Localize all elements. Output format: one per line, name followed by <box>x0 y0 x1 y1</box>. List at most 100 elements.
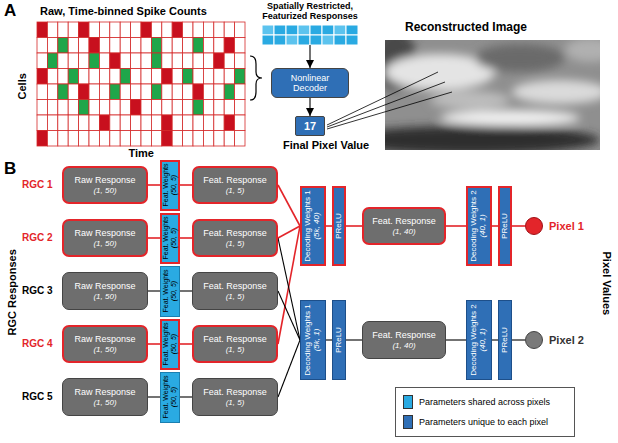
spike-cell <box>89 84 99 100</box>
figure-label: RGC 2 <box>22 232 53 244</box>
spike-cell <box>224 38 234 54</box>
spike-cell <box>89 53 99 69</box>
box-text: PReLU <box>335 327 344 353</box>
spike-cell <box>224 53 234 69</box>
spike-cell <box>183 100 193 116</box>
spike-cell <box>141 100 151 116</box>
spike-cell <box>131 115 141 131</box>
connector <box>278 340 300 397</box>
box-text: (1, 50) <box>93 398 116 407</box>
spike-cell <box>141 22 151 38</box>
spike-cell <box>58 100 68 116</box>
rotated-text-group: PReLU <box>335 213 344 239</box>
spike-cell <box>47 69 57 85</box>
spike-cell <box>110 69 120 85</box>
spike-cell <box>172 53 182 69</box>
box-text: (1, 40) <box>392 341 415 350</box>
rotated-text-group: Feat. Weights(50, 5) <box>162 375 177 418</box>
spike-cell <box>99 100 109 116</box>
spike-cell <box>37 53 47 69</box>
box-text: (5k, 1) <box>313 304 322 375</box>
connector <box>180 343 192 345</box>
spike-cell <box>68 115 78 131</box>
pixel-label: Pixel 2 <box>549 330 584 350</box>
spike-cell <box>193 53 203 69</box>
spike-cell <box>79 53 89 69</box>
bracket <box>250 56 262 100</box>
figure-label: RGC Responses <box>6 249 19 335</box>
box-text: Feat. Weights <box>162 322 170 365</box>
decoder-box: Nonlinear Decoder <box>271 68 349 98</box>
spike-cell <box>151 53 161 69</box>
connector <box>346 339 362 340</box>
spike-cell <box>224 100 234 116</box>
figure-label: A <box>4 1 16 21</box>
panel-caption: Spatially Restricted, Featurized Respons… <box>249 1 371 22</box>
rotated-text-group: Decoding Weights 2(40, 1) <box>470 304 488 375</box>
legend-text: Parameters shared across pixels <box>419 397 550 407</box>
feature-cell <box>262 25 274 35</box>
spike-cell <box>120 69 130 85</box>
spike-cell <box>214 22 224 38</box>
decoding-weights-box: Decoding Weights 1(5k, 1) <box>300 300 326 380</box>
spike-cell <box>214 84 224 100</box>
connector <box>148 184 160 186</box>
spike-cell <box>131 22 141 38</box>
prelu-box: PReLU <box>498 186 512 266</box>
figure-label: Cells <box>16 73 29 99</box>
box-text: (1, 5) <box>226 292 245 301</box>
spike-cell <box>68 38 78 54</box>
pixel-label: Pixel 1 <box>549 216 584 236</box>
box-text: 17 <box>304 120 316 133</box>
connector <box>180 396 192 397</box>
rotated-text-group: PReLU <box>501 213 510 239</box>
connector <box>278 291 300 340</box>
connector <box>148 237 160 239</box>
spike-cell <box>183 69 193 85</box>
spike-cell <box>99 38 109 54</box>
spike-cell <box>214 115 224 131</box>
spike-cell <box>37 84 47 100</box>
connector <box>180 184 192 186</box>
spike-cell <box>183 53 193 69</box>
spike-cell <box>99 115 109 131</box>
spike-cell <box>203 100 213 116</box>
feature-cell <box>298 25 310 35</box>
spike-cell <box>79 100 89 116</box>
spike-cell <box>235 131 245 147</box>
box-text: Decoding Weights 1 <box>304 304 313 375</box>
rotated-text-group: PReLU <box>335 327 344 353</box>
box-text: Raw Response <box>74 281 135 291</box>
box-text: (1, 5) <box>226 345 245 354</box>
spike-cell <box>151 69 161 85</box>
spike-cell <box>141 131 151 147</box>
prelu-box: PReLU <box>332 300 346 380</box>
box-text: Feat. Response <box>203 334 267 344</box>
legend-row: Parameters shared across pixels <box>403 393 567 411</box>
box-text: Raw Response <box>74 334 135 344</box>
spike-cell <box>131 69 141 85</box>
rotated-text-group: Decoding Weights 1(5k, 40) <box>304 190 322 261</box>
box-text: (1, 50) <box>93 239 116 248</box>
box-text: (1, 5) <box>226 398 245 407</box>
spike-cell <box>183 131 193 147</box>
box-text: Feat. Response <box>372 216 436 226</box>
spike-cell <box>131 131 141 147</box>
spike-cell <box>183 22 193 38</box>
spike-cell <box>120 38 130 54</box>
raw-response-box: Raw Response(1, 50) <box>62 272 148 310</box>
spike-cell <box>183 115 193 131</box>
spike-cell <box>224 69 234 85</box>
pixel-node: Pixel 1 <box>525 216 586 236</box>
rotated-text-group: Feat. Weights(50, 5) <box>162 269 177 312</box>
figure-label: RGC 5 <box>22 391 53 403</box>
feature-cell <box>346 35 358 45</box>
spike-cell <box>193 69 203 85</box>
spike-cell <box>183 38 193 54</box>
connector <box>512 339 525 340</box>
box-text: (1, 5) <box>226 186 245 195</box>
feature-response-box: Feat. Response(1, 40) <box>362 207 446 245</box>
spike-cell <box>99 84 109 100</box>
connector <box>278 185 300 226</box>
box-text: (5k, 40) <box>313 190 322 261</box>
